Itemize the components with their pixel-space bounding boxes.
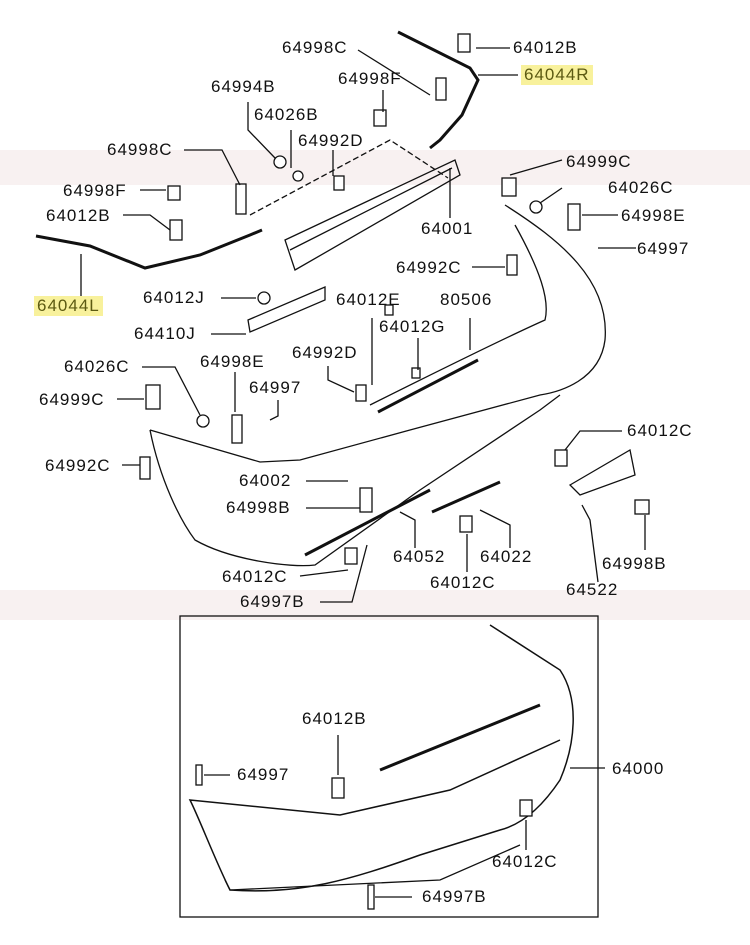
part-label-highlighted[interactable]: 64044R	[521, 65, 593, 85]
part-label[interactable]: 64012B	[513, 38, 578, 57]
part-label[interactable]: 64410J	[134, 324, 196, 343]
part-label[interactable]: 64998B	[602, 554, 667, 573]
part-label[interactable]: 64012B	[302, 709, 367, 728]
part-label[interactable]: 64022	[480, 547, 533, 566]
part-label[interactable]: 64998C	[282, 38, 348, 57]
watermark	[0, 150, 750, 620]
bumper-assembly	[188, 624, 574, 892]
part-label[interactable]: 64998F	[63, 181, 127, 200]
bracket-64022	[431, 480, 501, 514]
fasteners	[139, 33, 650, 565]
part-label-highlighted[interactable]: 64044L	[34, 296, 103, 316]
part-label[interactable]: 64997B	[422, 887, 487, 906]
part-label[interactable]: 64998E	[200, 352, 265, 371]
part-label[interactable]: 64992D	[292, 343, 358, 362]
part-label[interactable]: 64999C	[566, 152, 632, 171]
part-label[interactable]: 64026B	[254, 105, 319, 124]
bracket-64522	[568, 448, 636, 496]
leader-lines	[80, 47, 646, 898]
part-label[interactable]: 64994B	[211, 77, 276, 96]
part-label[interactable]: 64522	[566, 580, 619, 599]
part-label[interactable]: 64012C	[222, 567, 288, 586]
bumper-lower	[149, 394, 561, 567]
part-label[interactable]: 64001	[421, 219, 474, 238]
rail-80506	[377, 358, 479, 414]
part-label[interactable]: 64012J	[143, 288, 205, 307]
part-label[interactable]: 64998F	[338, 69, 402, 88]
part-label[interactable]: 64998B	[226, 498, 291, 517]
part-label[interactable]: 64992D	[298, 131, 364, 150]
part-label[interactable]: 64026C	[64, 357, 130, 376]
part-label[interactable]: 64026C	[608, 178, 674, 197]
part-label[interactable]: 64012C	[492, 852, 558, 871]
part-label[interactable]: 80506	[440, 290, 493, 309]
strip-64044l	[35, 228, 263, 270]
part-label[interactable]: 64997B	[240, 592, 305, 611]
part-label[interactable]: 64012B	[46, 206, 111, 225]
part-label[interactable]: 64997	[237, 765, 290, 784]
part-label[interactable]: 64997	[637, 239, 690, 258]
part-label[interactable]: 64012C	[627, 421, 693, 440]
part-label[interactable]: 64999C	[39, 390, 105, 409]
part-label[interactable]: 64012C	[430, 573, 496, 592]
part-label[interactable]: 64012E	[336, 290, 401, 309]
part-label[interactable]: 64002	[239, 471, 292, 490]
part-label[interactable]: 64998C	[107, 140, 173, 159]
part-label[interactable]: 64998E	[621, 206, 686, 225]
part-label[interactable]: 64992C	[396, 258, 462, 277]
inset-frame	[179, 615, 599, 918]
part-label[interactable]: 64012G	[379, 317, 446, 336]
part-label[interactable]: 64000	[612, 759, 665, 778]
rail-64052	[304, 488, 431, 557]
strip-64044r	[397, 30, 480, 150]
absorber-64001	[284, 159, 461, 271]
bumper-upper	[149, 204, 606, 463]
part-label[interactable]: 64992C	[45, 456, 111, 475]
plate-64410j	[247, 286, 326, 333]
part-label[interactable]: 64997	[249, 378, 302, 397]
part-label[interactable]: 64052	[393, 547, 446, 566]
